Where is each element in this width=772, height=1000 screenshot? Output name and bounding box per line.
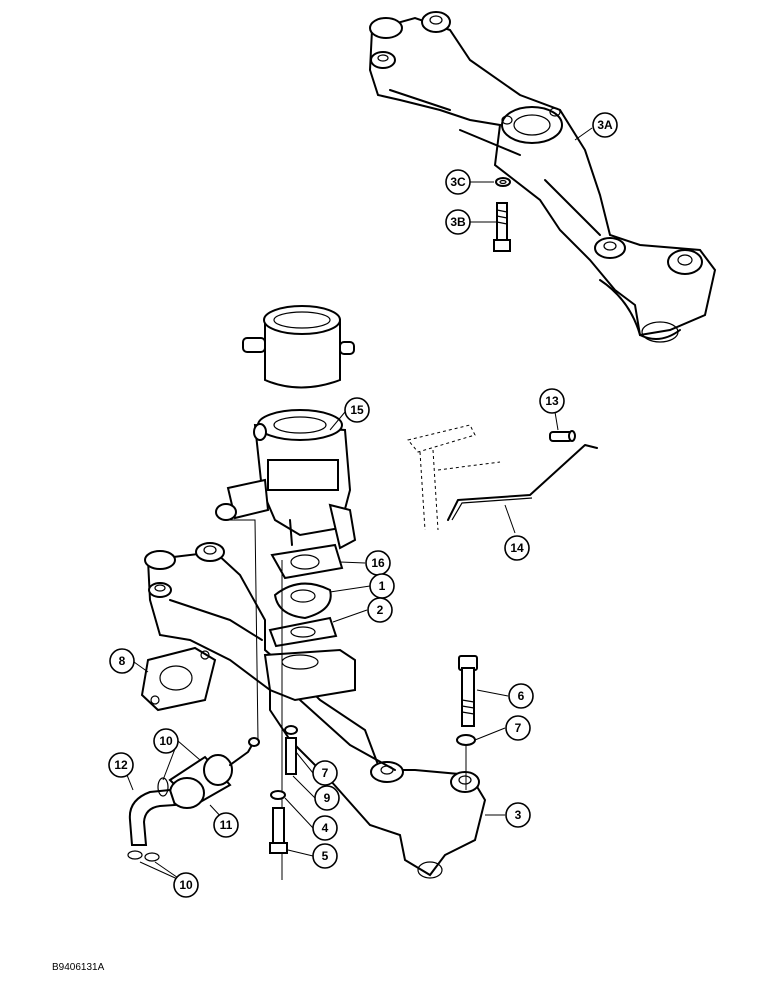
callout-12: 12 — [108, 752, 134, 778]
callout-7b: 7 — [312, 760, 338, 786]
gasket-8 — [140, 646, 217, 712]
callout-9: 9 — [314, 785, 340, 811]
svg-text:15: 15 — [350, 403, 364, 417]
callout-4: 4 — [312, 815, 338, 841]
callout-7a: 7 — [505, 715, 531, 741]
callout-1: 1 — [369, 573, 395, 599]
callout-13: 13 — [539, 388, 565, 414]
callout-10b: 10 — [173, 872, 199, 898]
bolt-6 — [458, 655, 478, 727]
washer-4 — [270, 790, 286, 800]
svg-text:3A: 3A — [597, 118, 613, 132]
air-cleaner-adapter — [242, 305, 355, 389]
callout-2: 2 — [367, 597, 393, 623]
callout-3a: 3A — [592, 112, 618, 138]
svg-text:3B: 3B — [450, 215, 466, 229]
svg-text:6: 6 — [518, 689, 525, 703]
fuel-line-guide — [228, 519, 259, 741]
manifold-3 — [144, 542, 487, 879]
callout-3b: 3B — [445, 209, 471, 235]
svg-text:2: 2 — [377, 603, 384, 617]
svg-text:5: 5 — [322, 849, 329, 863]
callout-3c: 3C — [445, 169, 471, 195]
callout-11: 11 — [213, 812, 239, 838]
washer-7-left — [284, 725, 298, 735]
fuel-hose-12 — [128, 788, 177, 846]
spacer-1 — [273, 582, 332, 620]
svg-text:9: 9 — [324, 791, 331, 805]
svg-text:10: 10 — [179, 878, 193, 892]
svg-text:3C: 3C — [450, 175, 466, 189]
callout-14: 14 — [504, 535, 530, 561]
drawing-reference-code: B9406131A — [52, 962, 105, 973]
svg-text:3: 3 — [515, 808, 522, 822]
svg-text:13: 13 — [545, 394, 559, 408]
callout-6: 6 — [508, 683, 534, 709]
svg-text:10: 10 — [159, 734, 173, 748]
stud-stack — [269, 560, 298, 880]
callout-15: 15 — [344, 397, 370, 423]
carburetor-15 — [215, 409, 357, 550]
callout-5: 5 — [312, 843, 338, 869]
svg-text:4: 4 — [322, 821, 329, 835]
fuel-filter-11 — [168, 737, 260, 809]
svg-text:1: 1 — [379, 579, 386, 593]
throttle-rod-14 — [447, 444, 598, 521]
callout-10a: 10 — [153, 728, 179, 754]
gasket-2 — [268, 616, 338, 648]
callout-8: 8 — [109, 648, 135, 674]
exhaust-manifold-3a — [368, 11, 717, 343]
bolt-5-shank — [272, 807, 285, 847]
svg-text:14: 14 — [510, 541, 524, 555]
svg-text:8: 8 — [119, 654, 126, 668]
svg-text:11: 11 — [220, 818, 233, 832]
hose-clamps-10 — [127, 777, 169, 862]
pin-13 — [549, 430, 576, 442]
washer-7-right — [456, 734, 476, 746]
bolt-3b — [493, 202, 511, 252]
callout-16: 16 — [365, 550, 391, 576]
washer-3c — [495, 177, 511, 187]
stud-9 — [285, 737, 297, 775]
gasket-16 — [270, 543, 344, 580]
bolt-5-head — [269, 842, 288, 854]
svg-text:12: 12 — [114, 758, 128, 772]
callout-3: 3 — [505, 802, 531, 828]
linkage-ghost — [407, 424, 501, 531]
svg-text:7: 7 — [515, 721, 522, 735]
svg-text:7: 7 — [322, 766, 329, 780]
svg-text:16: 16 — [371, 556, 385, 570]
